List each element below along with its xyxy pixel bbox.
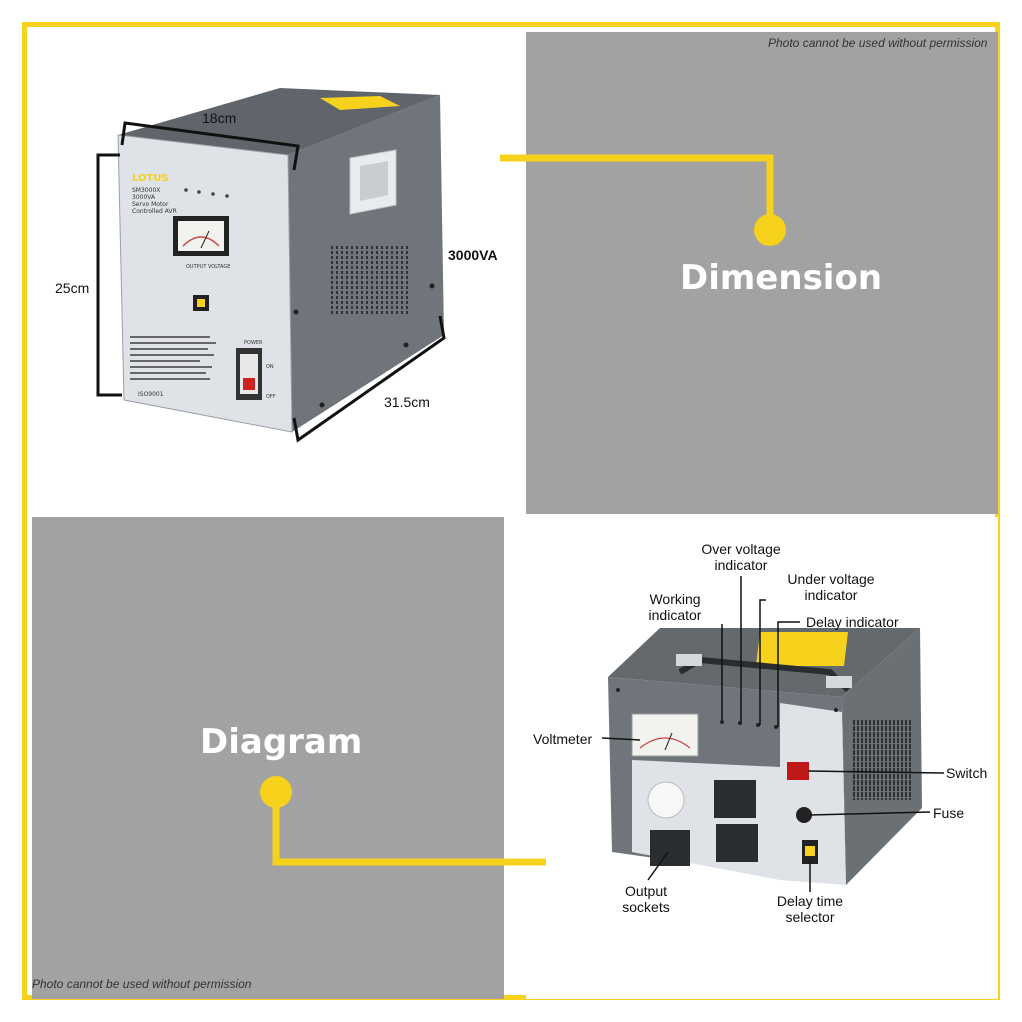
- top-yellow-sticker: [320, 96, 400, 110]
- dimension-title-panel: [526, 32, 998, 514]
- switch-callout: Switch: [946, 765, 988, 781]
- device2-socket-2: [714, 780, 756, 818]
- device2-handle-bracket-right: [826, 676, 852, 688]
- dimension-connector: [500, 154, 774, 226]
- permission-notice-bottom: Photo cannot be used without permission: [32, 977, 252, 991]
- dimension-connector-dot: [754, 214, 786, 246]
- power-switch-toggle: [243, 378, 255, 390]
- height-bracket: [96, 153, 122, 397]
- avr-device-front-view: LOTUS OUTPUT VOLTAGE ISO9001 POWER ON OF…: [117, 88, 444, 433]
- dimension-heading: Dimension: [680, 258, 883, 298]
- under-voltage-line-2: indicator: [804, 587, 858, 603]
- side-handle-recess: [360, 161, 388, 201]
- capacity-label: 3000VA: [448, 247, 498, 263]
- delay-selector-callout: Delay time selector: [770, 893, 850, 925]
- dimension-lines: [96, 121, 446, 443]
- diagram-heading: Diagram: [200, 722, 363, 762]
- model-line: Servo Motor: [132, 201, 169, 208]
- avr-device-rear-view: [608, 628, 922, 885]
- diagram-connector-dot: [260, 776, 292, 808]
- model-line: 3000VA: [132, 194, 156, 201]
- depth-bracket: [292, 315, 446, 443]
- side-vent-grill: [330, 245, 410, 315]
- voltmeter-callout: Voltmeter: [533, 731, 593, 747]
- callout-leaders: [601, 576, 945, 892]
- output-sockets-line-1: Output: [624, 883, 668, 899]
- power-caption: POWER: [244, 340, 263, 346]
- working-callout: Working indicator: [642, 591, 708, 623]
- model-line: Controlled AVR: [132, 208, 177, 215]
- voltmeter-face: [178, 221, 224, 251]
- output-sockets-line-2: sockets: [622, 899, 670, 915]
- under-voltage-line-1: Under voltage: [787, 571, 875, 587]
- device2-socket-1: [650, 830, 690, 866]
- under-voltage-callout: Under voltage indicator: [780, 571, 882, 603]
- over-voltage-line-1: Over voltage: [701, 541, 781, 557]
- output-sockets-callout: Output sockets: [616, 883, 676, 915]
- over-voltage-line-2: indicator: [714, 557, 768, 573]
- working-line-1: Working: [649, 591, 701, 607]
- width-label: 18cm: [202, 110, 237, 126]
- device2-switch: [787, 762, 809, 780]
- product-info-frame: [22, 22, 1000, 1000]
- width-bracket: [120, 121, 300, 171]
- diagram-title-panel: [32, 517, 504, 999]
- device2-side-vents: [852, 720, 912, 800]
- switch-on-label: ON: [266, 364, 274, 370]
- voltmeter-needle: [200, 230, 210, 249]
- device2-delay-knob: [805, 846, 815, 856]
- voltmeter-scale: [182, 236, 220, 247]
- permission-notice-top: Photo cannot be used without permission: [768, 36, 988, 50]
- device2-handle-bracket-left: [676, 654, 702, 666]
- delay-selector-knob: [197, 299, 205, 307]
- device2-control-panel: [780, 703, 846, 885]
- depth-label: 31.5cm: [384, 394, 430, 410]
- brand-logo: LOTUS: [132, 173, 169, 184]
- spec-text-block: [130, 336, 216, 380]
- switch-off-label: OFF: [266, 394, 276, 400]
- delay-indicator-callout: Delay indicator: [806, 614, 899, 630]
- height-label: 25cm: [55, 280, 90, 296]
- delay-selector-line-1: Delay time: [776, 893, 844, 909]
- meter-caption: OUTPUT VOLTAGE: [186, 264, 230, 270]
- device2-top-sticker: [756, 632, 848, 666]
- device2-fuse: [796, 807, 812, 823]
- model-line: SM3000X: [132, 187, 160, 194]
- working-line-2: indicator: [648, 607, 702, 623]
- diagram-connector: [272, 795, 546, 866]
- indicator-leds: [184, 188, 229, 198]
- over-voltage-callout: Over voltage indicator: [694, 541, 788, 573]
- device2-socket-3: [716, 824, 758, 862]
- iso-mark: ISO9001: [138, 391, 164, 398]
- device2-round-socket: [647, 781, 685, 819]
- delay-selector-line-2: selector: [785, 909, 835, 925]
- fuse-callout: Fuse: [933, 805, 965, 821]
